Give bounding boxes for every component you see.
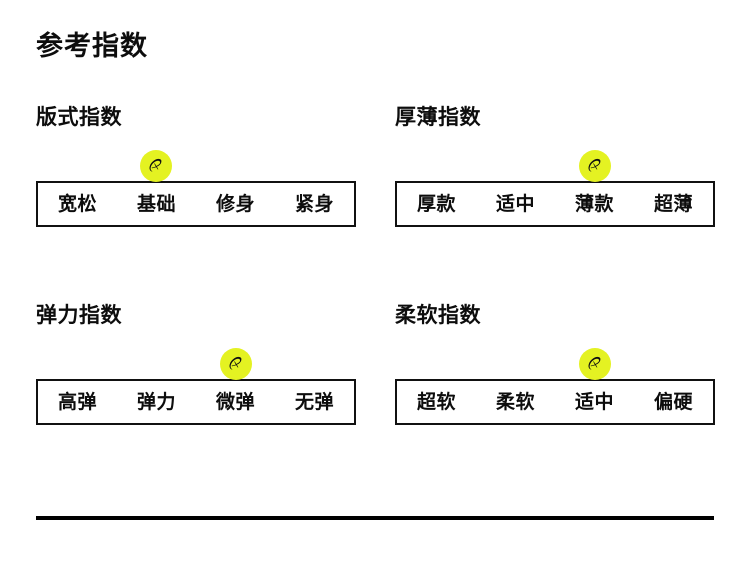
scale-option[interactable]: 超薄 bbox=[653, 193, 693, 215]
scale-option[interactable]: 适中 bbox=[574, 391, 614, 413]
asics-spiral-logo-icon bbox=[588, 158, 601, 172]
asics-spiral-logo-icon bbox=[229, 356, 242, 370]
scale-options-box: 宽松 基础 修身 紧身 bbox=[36, 181, 356, 227]
scale-option[interactable]: 微弹 bbox=[215, 391, 255, 413]
scale-option[interactable]: 柔软 bbox=[495, 391, 535, 413]
scale-option[interactable]: 超软 bbox=[416, 391, 456, 413]
asics-spiral-logo-icon bbox=[588, 356, 601, 370]
scale-widget: 厚款 适中 薄款 超薄 bbox=[395, 150, 715, 227]
index-row-2: 弹力指数 高弹 弹力 微弹 无弹 柔软指数 bbox=[0, 303, 750, 501]
scale-option[interactable]: 适中 bbox=[495, 193, 535, 215]
scale-widget: 宽松 基础 修身 紧身 bbox=[36, 150, 356, 227]
selection-marker[interactable] bbox=[140, 150, 172, 182]
index-row-1: 版式指数 宽松 基础 修身 紧身 厚薄指数 bbox=[0, 105, 750, 303]
section-title: 厚薄指数 bbox=[395, 106, 481, 129]
index-block-houbao: 厚薄指数 厚款 适中 薄款 超薄 bbox=[395, 105, 715, 227]
scale-option[interactable]: 无弹 bbox=[294, 391, 334, 413]
scale-option[interactable]: 紧身 bbox=[294, 193, 334, 215]
section-title: 柔软指数 bbox=[395, 304, 481, 327]
index-block-rouruan: 柔软指数 超软 柔软 适中 偏硬 bbox=[395, 303, 715, 425]
index-block-tanli: 弹力指数 高弹 弹力 微弹 无弹 bbox=[36, 303, 356, 425]
selection-marker[interactable] bbox=[579, 348, 611, 380]
selection-marker[interactable] bbox=[220, 348, 252, 380]
scale-option[interactable]: 偏硬 bbox=[653, 391, 693, 413]
scale-option[interactable]: 薄款 bbox=[574, 193, 614, 215]
scale-options-box: 高弹 弹力 微弹 无弹 bbox=[36, 379, 356, 425]
page-title: 参考指数 bbox=[36, 31, 148, 61]
scale-option[interactable]: 基础 bbox=[136, 193, 176, 215]
scale-option[interactable]: 宽松 bbox=[57, 193, 97, 215]
scale-options-box: 超软 柔软 适中 偏硬 bbox=[395, 379, 715, 425]
scale-option[interactable]: 弹力 bbox=[136, 391, 176, 413]
section-title: 弹力指数 bbox=[36, 304, 122, 327]
selection-marker[interactable] bbox=[579, 150, 611, 182]
scale-option[interactable]: 高弹 bbox=[57, 391, 97, 413]
scale-options-box: 厚款 适中 薄款 超薄 bbox=[395, 181, 715, 227]
section-title: 版式指数 bbox=[36, 106, 122, 129]
scale-widget: 高弹 弹力 微弹 无弹 bbox=[36, 348, 356, 425]
scale-widget: 超软 柔软 适中 偏硬 bbox=[395, 348, 715, 425]
asics-spiral-logo-icon bbox=[149, 158, 162, 172]
scale-option[interactable]: 厚款 bbox=[416, 193, 456, 215]
index-sections-grid: 版式指数 宽松 基础 修身 紧身 厚薄指数 bbox=[0, 105, 750, 501]
index-block-banshi: 版式指数 宽松 基础 修身 紧身 bbox=[36, 105, 356, 227]
bottom-divider bbox=[36, 516, 714, 520]
scale-option[interactable]: 修身 bbox=[215, 193, 255, 215]
